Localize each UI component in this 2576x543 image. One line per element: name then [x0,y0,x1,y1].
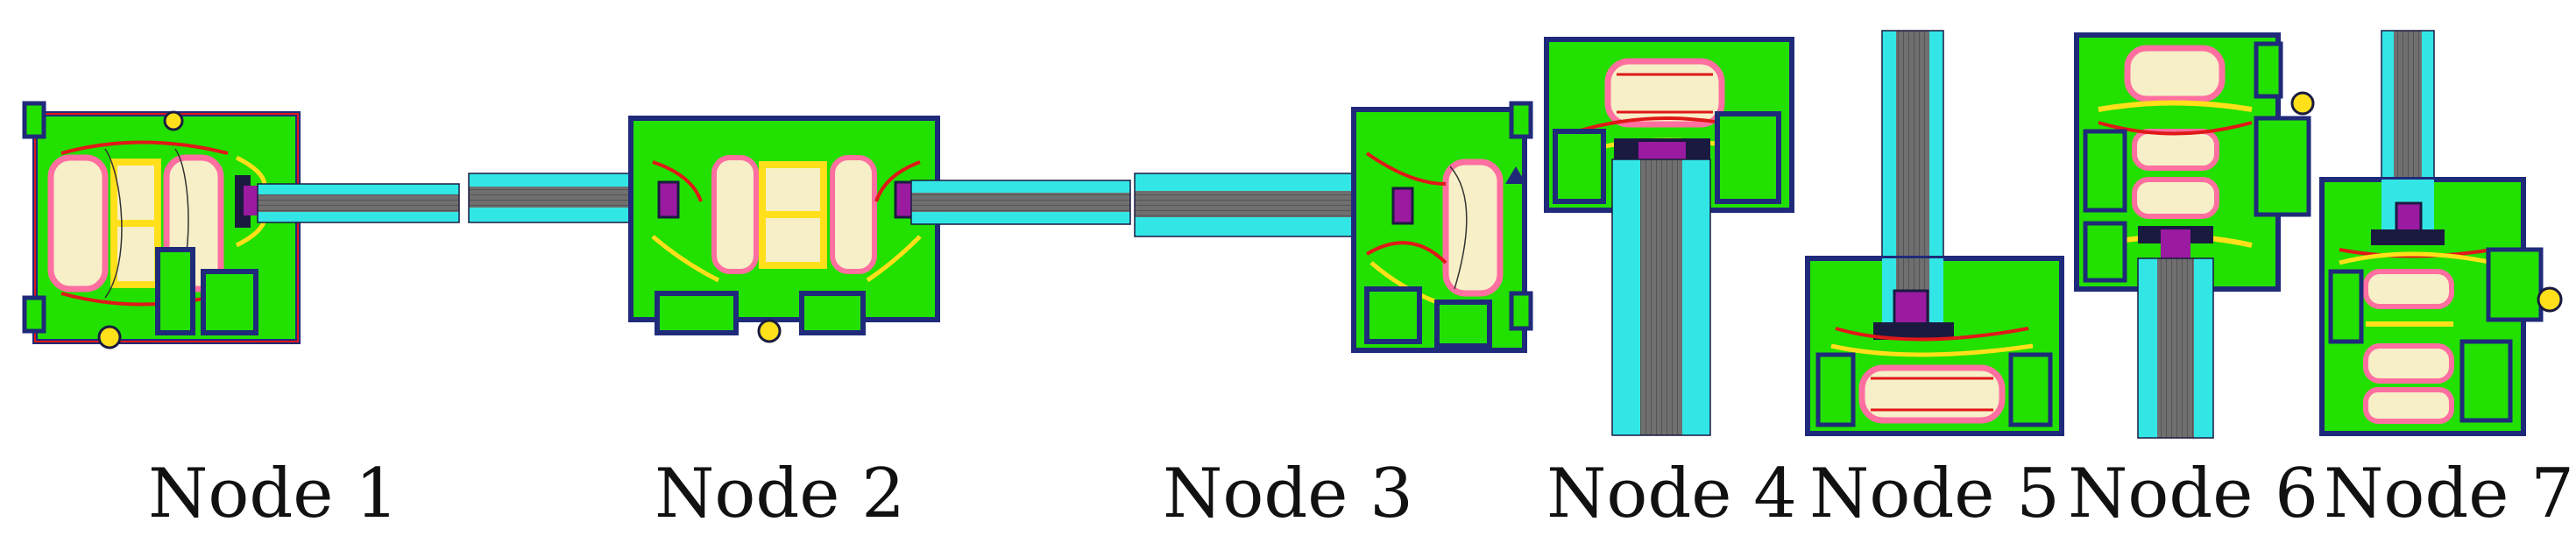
node-1-label: Node 1 [148,455,399,533]
node-4-drawing [1544,37,1794,436]
node-6-label: Node 6 [2068,455,2318,533]
node-1-drawing [22,101,460,349]
node-6-drawing [2074,32,2315,439]
node-7-label: Node 7 [2324,455,2574,533]
node-2-label: Node 2 [655,455,905,533]
node-3-label: Node 3 [1163,455,1413,533]
node-7-drawing [2319,30,2563,436]
node-3-drawing [1134,101,1533,353]
node-4-label: Node 4 [1546,455,1797,533]
node-5-drawing [1805,30,2064,436]
node-5-label: Node 5 [1809,455,2060,533]
node-2-drawing [468,116,1131,343]
